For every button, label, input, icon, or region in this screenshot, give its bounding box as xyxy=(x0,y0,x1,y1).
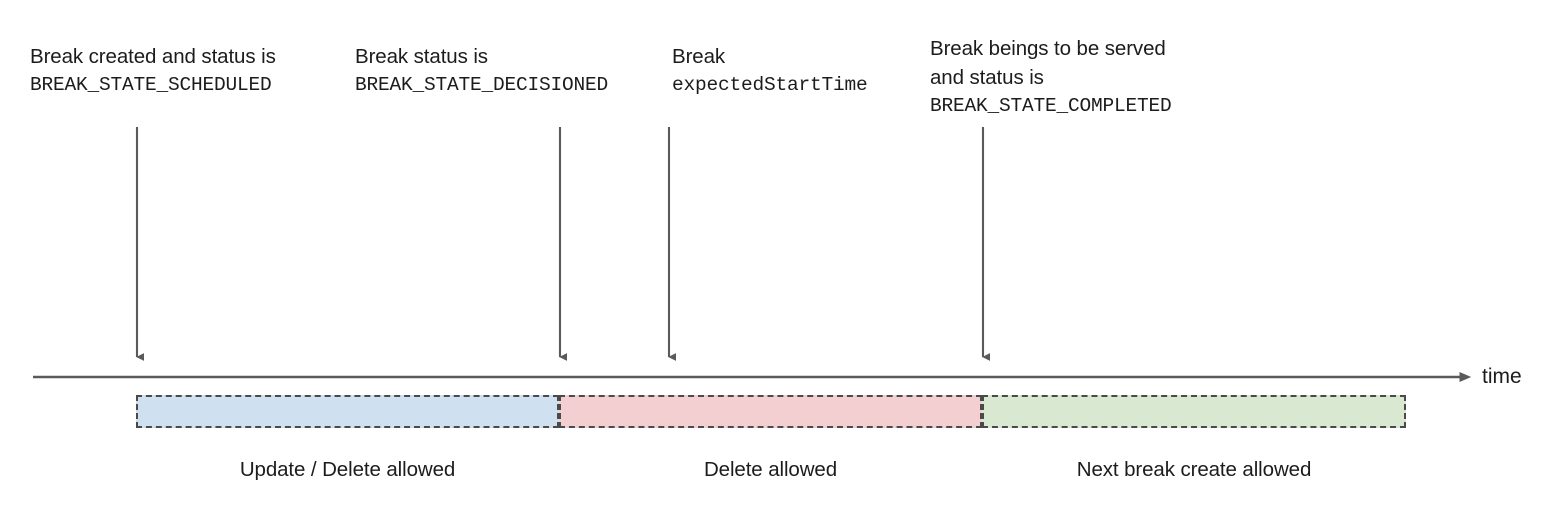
phase-caption-delete-only: Delete allowed xyxy=(703,458,838,481)
annotation-line-code: BREAK_STATE_DECISIONED xyxy=(355,74,609,96)
annotation-line: and status is xyxy=(930,66,1044,89)
phase-bar-update-delete xyxy=(136,395,559,428)
phase-bar-next-break xyxy=(982,395,1406,428)
time-axis-label: time xyxy=(1482,365,1522,388)
phase-caption-update-delete: Update / Delete allowed xyxy=(239,458,456,481)
phase-bar-delete-only xyxy=(559,395,982,428)
annotation-expected-start-time: Break expectedStartTime xyxy=(672,42,868,100)
annotation-line: Break status is xyxy=(355,45,488,68)
annotation-line: Break beings to be served xyxy=(930,37,1166,60)
phase-caption-next-break: Next break create allowed xyxy=(1076,458,1312,481)
annotation-completed: Break beings to be served and status is … xyxy=(930,34,1172,121)
annotation-line: Break xyxy=(672,45,726,68)
annotation-line-code: BREAK_STATE_COMPLETED xyxy=(930,95,1172,117)
annotation-scheduled: Break created and status is BREAK_STATE_… xyxy=(30,42,276,100)
annotation-decisioned: Break status is BREAK_STATE_DECISIONED xyxy=(355,42,608,100)
annotation-line: Break created and status is xyxy=(30,45,276,68)
annotation-line-code: BREAK_STATE_SCHEDULED xyxy=(30,74,272,96)
annotation-line-code: expectedStartTime xyxy=(672,74,868,96)
